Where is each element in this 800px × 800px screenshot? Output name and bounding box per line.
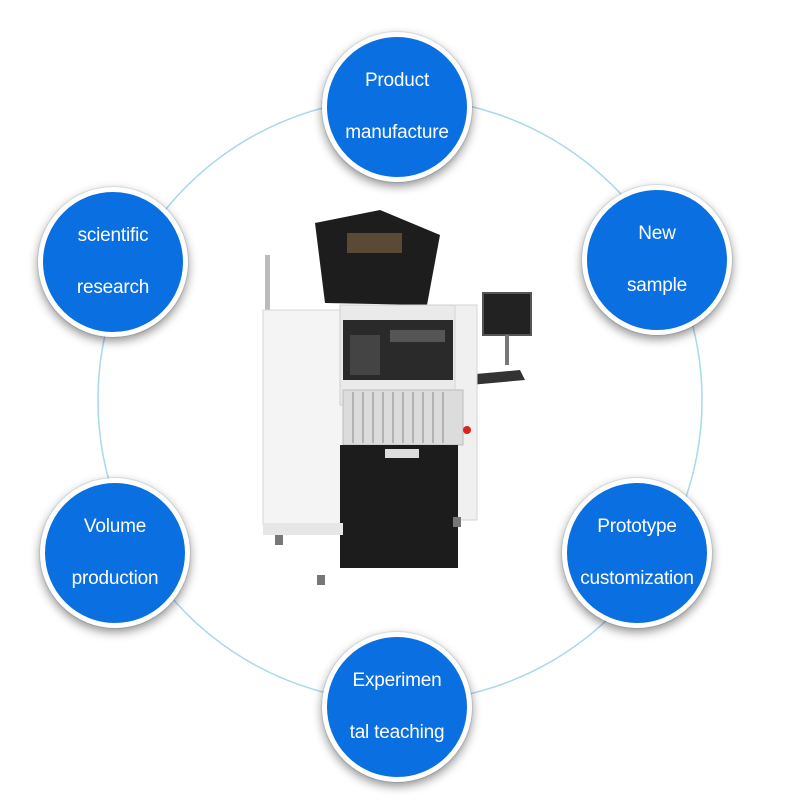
node-label-line1: New <box>638 223 676 244</box>
node-label-line1: Experimen <box>352 670 442 691</box>
node-scientific-research: scientific research <box>38 187 188 337</box>
node-new-sample: New sample <box>582 185 732 335</box>
node-label-line2: production <box>71 568 159 589</box>
node-experimental-teaching: Experimen tal teaching <box>322 632 472 782</box>
node-label-line2: tal teaching <box>349 722 445 743</box>
node-label-line2: research <box>76 277 150 298</box>
node-label-line2: customization <box>580 568 694 589</box>
node-label-line1: Product <box>364 70 430 91</box>
node-product-manufacture: Product manufacture <box>322 32 472 182</box>
node-label-line1: Prototype <box>597 516 677 537</box>
node-prototype-customization: Prototype customization <box>562 478 712 628</box>
node-label-line2: manufacture <box>345 122 449 143</box>
node-label-line1: Volume <box>83 516 147 537</box>
pick-and-place-machine-image <box>262 210 532 585</box>
node-label-line1: scientific <box>77 225 149 246</box>
node-volume-production: Volume production <box>40 478 190 628</box>
node-label-line2: sample <box>626 275 688 296</box>
